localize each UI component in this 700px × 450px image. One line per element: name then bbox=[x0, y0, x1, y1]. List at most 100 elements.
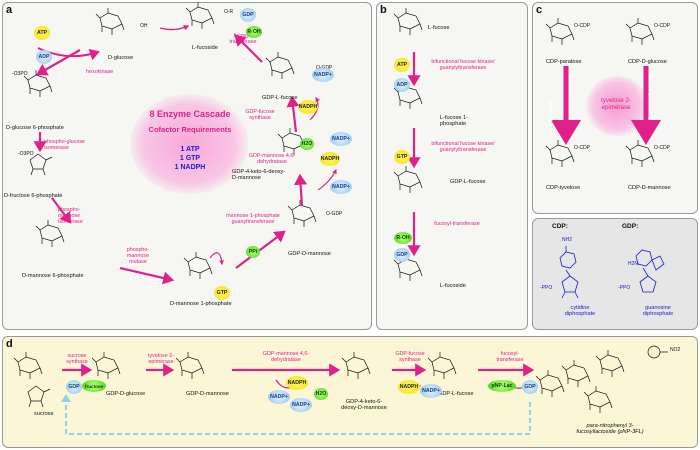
guanosine-diphosphate-name: guanosine diphosphate bbox=[642, 305, 674, 317]
panel-d bbox=[2, 336, 698, 448]
cofactor-atp: 1 ATP bbox=[180, 146, 200, 153]
cofactor-gdp-bubble: GDP bbox=[240, 8, 256, 22]
enzyme-bifunctional-kinase-1: bifunctional fucose kinase/ guanylyltran… bbox=[431, 59, 495, 71]
enzyme-mannose-1-phosphate-guanyltransferase: mannose 1-phosphate guanyltransferase bbox=[226, 213, 280, 225]
cofactor-nadph-d2: NADPH bbox=[398, 380, 420, 394]
cofactor-h2o-d: H2O bbox=[314, 388, 328, 400]
label-no2: NO2 bbox=[670, 347, 681, 353]
label-o-gdp-2: O-GDP bbox=[326, 211, 343, 217]
gdp-title: GDP: bbox=[622, 223, 639, 230]
compound-gdp-l-fucose-d: GDP-L-fucose bbox=[438, 391, 474, 397]
enzyme-fucosyltransferase-d: fucosyl-transferase bbox=[496, 351, 524, 363]
cofactor-nadp-bubble-3: NADP+ bbox=[312, 68, 334, 82]
cofactor-gtp: 1 GTP bbox=[179, 155, 201, 162]
enzyme-tyvelose-epimerase-d: tyvelose 2-epimerase bbox=[147, 353, 175, 365]
compound-d-mannose-6-phosphate: D-mannose 6-phosphate bbox=[22, 273, 84, 279]
cofactor-nadp-d2: NADP+ bbox=[290, 398, 312, 412]
compound-pnp-3fl: para-nitrophenyl 3-fucosyllactoside (pNP… bbox=[576, 423, 644, 435]
cofactor-pnp-lac: pNP-Lac bbox=[488, 380, 516, 392]
label-nh2: NH2 bbox=[562, 237, 573, 243]
cofactor-gdp-b: GDP bbox=[394, 248, 410, 262]
label-o3po-2: -O3PO bbox=[18, 151, 34, 157]
cofactor-adp-b: ADP bbox=[394, 78, 410, 92]
label-ppo-cdp: -PPO bbox=[540, 285, 553, 291]
cofactor-adp-bubble: ADP bbox=[36, 50, 52, 64]
enzyme-gdp-fucose-synthase: GDP-fucose synthase bbox=[245, 109, 275, 121]
cofactor-gtp-bubble: GTP bbox=[214, 286, 230, 300]
label-o-r: O-R bbox=[224, 9, 234, 15]
label-o-cdp-4: O-CDP bbox=[654, 145, 671, 151]
compound-d-glucose-6-phosphate: D-glucose 6-phosphate bbox=[6, 125, 64, 131]
label-o3po: -O3PO bbox=[12, 71, 28, 77]
cofactor-nadp-bubble-2: NADP+ bbox=[330, 180, 352, 194]
compound-gdp-4-keto-d: GDP-4-keto-6-deoxy-D-mannose bbox=[341, 399, 387, 411]
cdp-title: CDP: bbox=[552, 223, 568, 230]
cofactor-nadp-d1: NADP+ bbox=[268, 390, 290, 404]
label-ppo-gdp: -PPO bbox=[618, 285, 631, 291]
panel-a-label: a bbox=[6, 4, 13, 16]
cofactor-requirements: Cofactor Requirements bbox=[148, 125, 232, 134]
enzyme-fucosyltransferase-b: fucosyl-transferase bbox=[434, 221, 480, 227]
compound-sucrose: sucrose bbox=[34, 411, 54, 417]
cofactor-gdp-d: GDP bbox=[66, 380, 82, 394]
label-oh: OH bbox=[140, 23, 148, 29]
enzyme-hexokinase: hexokinase bbox=[86, 69, 114, 75]
enzyme-gdp-mannose-dehydratase: GDP-mannose 4,6-dehydratase bbox=[248, 153, 296, 165]
compound-gdp-d-glucose: GDP-D-glucose bbox=[106, 391, 146, 397]
compound-gdp-d-mannose-d: GDP-D-mannose bbox=[186, 391, 229, 397]
label-native-substrate: native substrate bbox=[548, 100, 553, 136]
compound-d-glucose: D-glucose bbox=[108, 55, 134, 61]
compound-d-mannose-1-phosphate: D-mannose 1-phosphate bbox=[170, 301, 232, 307]
compound-l-fucose: L-fucose bbox=[428, 25, 450, 31]
compound-gdp-4-keto-6-deoxy-d-mannose: GDP-4-keto-6-deoxy-D-mannose bbox=[232, 169, 286, 181]
compound-gdp-l-fucose-b: GDP-L-fucose bbox=[450, 179, 486, 185]
enzyme-tyvelose-2-epimerase: tyvelose 2-epimerase bbox=[601, 97, 631, 111]
enzyme-sucrose-synthase: sucrose synthase bbox=[66, 353, 88, 365]
enzyme-phosphomannose-mutase: phospho-mannose mutase bbox=[126, 247, 150, 265]
label-o-cdp-2: O-CDP bbox=[654, 23, 671, 29]
compound-cdp-paratose: CDP-paratose bbox=[546, 59, 582, 65]
cofactor-nadp-d3: NADP+ bbox=[420, 384, 442, 398]
compound-cdp-tyvelose: CDP-tyvelose bbox=[546, 185, 581, 191]
enzyme-phosphomannose-isomerase: phospho-mannose isomerase bbox=[58, 207, 83, 225]
cascade-title: 8 Enzyme Cascade bbox=[149, 109, 231, 119]
enzyme-gdp-mannose-dehydratase-d: GDP-mannose 4,6-dehydratase bbox=[262, 351, 310, 363]
cofactor-ppi-bubble: PPi bbox=[246, 246, 260, 258]
cofactor-fructose-d: fructose bbox=[82, 380, 106, 392]
label-o-cdp-1: O-CDP bbox=[574, 23, 591, 29]
compound-gdp-d-mannose: GDP-D-mannose bbox=[288, 251, 331, 257]
cofactor-nadph: 1 NADPH bbox=[174, 164, 206, 171]
panel-nucleotide-structures bbox=[532, 218, 698, 330]
cofactor-nadph-bubble-2: NADPH bbox=[298, 100, 318, 114]
cofactor-roh-b: R-OH bbox=[394, 232, 412, 244]
cofactor-nadph-bubble-1: NADPH bbox=[320, 152, 340, 166]
panel-b bbox=[376, 2, 528, 330]
panel-d-label: d bbox=[6, 338, 13, 350]
compound-cdp-d-glucose: CDP-D-glucose bbox=[628, 59, 667, 65]
cofactor-gtp-b: GTP bbox=[394, 150, 410, 164]
label-o-cdp-3: O-CDP bbox=[574, 145, 591, 151]
compound-gdp-l-fucose: GDP-L-fucose bbox=[262, 95, 298, 101]
panel-c-label: c bbox=[536, 4, 543, 16]
label-h2n: H2N bbox=[628, 261, 639, 267]
cofactor-atp-bubble: ATP bbox=[34, 26, 50, 40]
compound-cdp-d-mannose: CDP-D-mannose bbox=[628, 185, 671, 191]
panel-b-label: b bbox=[380, 4, 387, 16]
enzyme-gdp-fucose-synthase-d: GDP-fucose synthase bbox=[395, 351, 425, 363]
enzyme-bifunctional-kinase-2: bifunctional fucose kinase/ guanylyltran… bbox=[431, 141, 495, 153]
compound-l-fucose-1-phosphate: L-fucose 1-phosphate bbox=[440, 115, 468, 127]
compound-l-fucoside: L-fucoside bbox=[192, 45, 218, 51]
cofactor-h2o-bubble: H2O bbox=[300, 138, 314, 150]
cofactor-nadph-d1: NADPH bbox=[286, 376, 308, 390]
compound-l-fucoside-b: L-fucoside bbox=[440, 283, 466, 289]
label-substrate-promiscuity: substrate promiscuity bbox=[648, 72, 653, 120]
cofactor-gdp-d2: GDP bbox=[522, 380, 538, 394]
cofactor-roh-bubble: R-OH bbox=[246, 26, 262, 38]
enzyme-fucosyltransferase-a: fucosyl-transferase bbox=[229, 33, 257, 45]
cascade-glow bbox=[130, 94, 248, 194]
cytidine-diphosphate-name: cytidine diphosphate bbox=[564, 305, 596, 317]
cofactor-nadp-bubble-1: NADP+ bbox=[330, 132, 352, 146]
cofactor-atp-b: ATP bbox=[394, 58, 410, 72]
enzyme-phosphoglucose-isomerase: phospho-glucose isomerase bbox=[44, 139, 86, 151]
